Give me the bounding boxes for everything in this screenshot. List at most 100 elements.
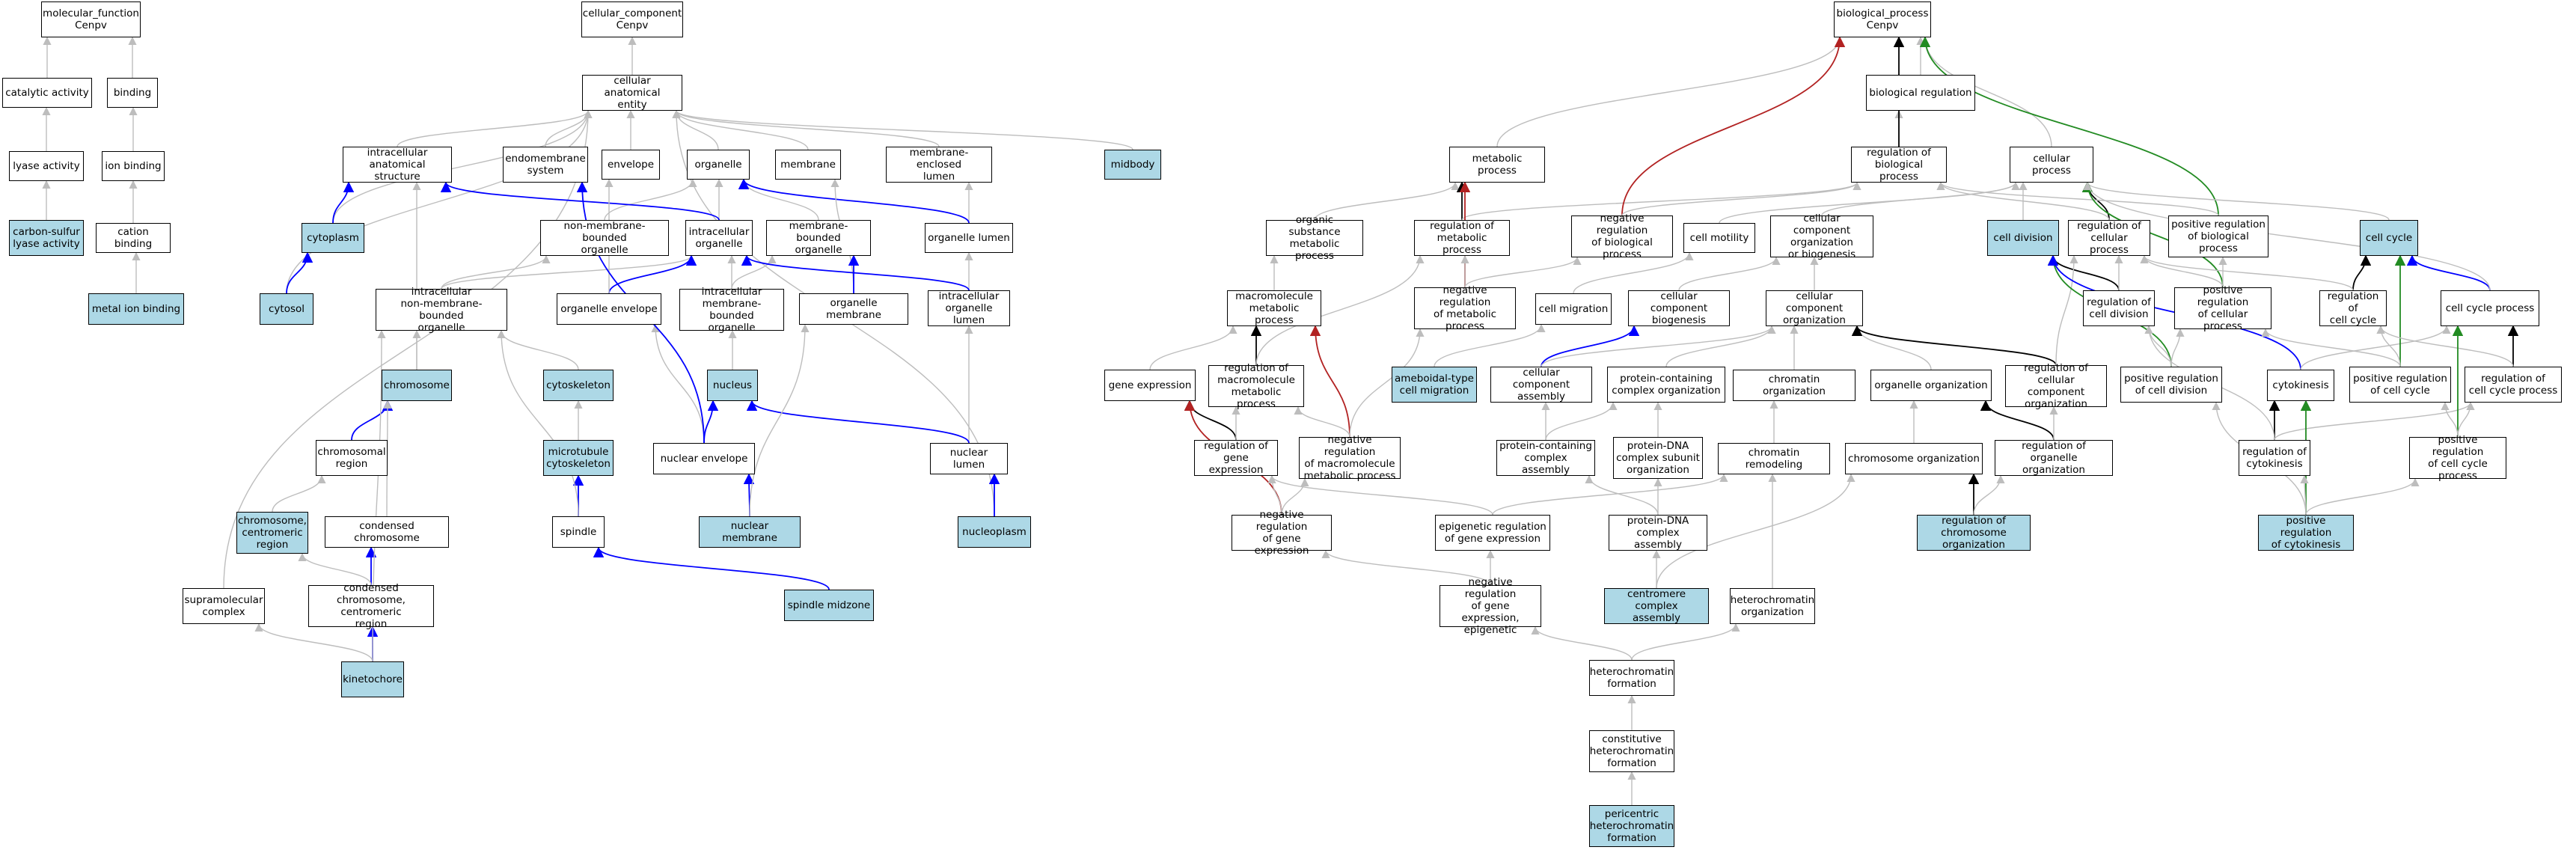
edge-cellular-component-organization-or-biogenesis-to-cellular-process: [1821, 181, 2020, 216]
edge-organelle-organization-to-cellular-component-organization: [1853, 325, 1932, 370]
node-cellular-component: cellular_component Cenpv: [581, 1, 683, 37]
edge-positive-regulation-of-biological-process-to-regulation-of-biological-process: [1936, 181, 2219, 216]
edge-regulation-of-metabolic-process-to-regulation-of-biological-process: [1461, 181, 1861, 221]
edge-nuclear-lumen-to-nucleus: [746, 400, 970, 444]
edge-condensed-chromosome-centromeric-region-to-chromosome-centromeric-region: [298, 552, 372, 586]
edge-membrane-to-cellular-anatomical-entity: [672, 109, 809, 150]
edge-organic-substance-metabolic-process-to-metabolic-process: [1314, 181, 1460, 221]
node-biological-process: biological_process Cenpv: [1834, 1, 1931, 37]
node-protein-dna-complex-assembly: protein-DNA complex assembly: [1609, 515, 1707, 551]
edge-negative-regulation-of-macromolecule-metabolic-process-to-negative-regulation-of-metabolic-process: [1349, 328, 1425, 438]
node-cytosol: cytosol: [260, 293, 313, 325]
edge-positive-regulation-of-cell-division-to-positive-regulation-of-cellular-process: [2170, 328, 2185, 367]
edge-positive-regulation-of-cell-cycle-process-to-positive-regulation-of-cell-cycle: [2441, 401, 2459, 438]
node-negative-regulation-of-macromolecule-metabolic-process: negative regulation of macromolecule met…: [1299, 434, 1401, 482]
node-spindle: spindle: [552, 516, 605, 548]
node-binding: binding: [107, 78, 158, 108]
node-supramolecular-complex: supramolecular complex: [183, 588, 265, 624]
edge-organelle-lumen-to-organelle: [738, 178, 970, 224]
node-microtubule-cytoskeleton: microtubule cytoskeleton: [543, 440, 614, 476]
node-metal-ion-binding: metal ion binding: [88, 293, 184, 325]
edge-negative-regulation-of-gene-expression-epigenetic-to-negative-regulation-of-gene-expression: [1321, 549, 1491, 586]
node-chromosome-organization: chromosome organization: [1845, 443, 1983, 474]
edge-spindle-to-intracellular-non-membrane-bounded-organelle: [497, 329, 579, 517]
node-pericentric-heterochromatin-formation: pericentric heterochromatin formation: [1589, 805, 1674, 847]
edge-cell-migration-to-cell-motility: [1573, 251, 1694, 294]
edge-membrane-enclosed-lumen-to-cellular-anatomical-entity: [672, 109, 940, 147]
node-positive-regulation-of-cell-division: positive regulation of cell division: [2120, 367, 2222, 403]
edge-cytoskeleton-to-intracellular-non-membrane-bounded-organelle: [497, 329, 579, 370]
node-cell-cycle: cell cycle: [2360, 220, 2418, 256]
node-regulation-of-biological-process: regulation of biological process: [1851, 147, 1947, 183]
node-chromatin-organization: chromatin organization: [1733, 370, 1855, 401]
edge-cell-cycle-process-to-cell-cycle: [2406, 254, 2491, 291]
edge-cytoplasm-to-intracellular-anatomical-structure: [332, 181, 355, 224]
edge-organelle-envelope-to-intracellular-organelle: [608, 254, 697, 294]
node-macromolecule-metabolic-process: macromolecule metabolic process: [1227, 290, 1321, 326]
node-chromosomal-region: chromosomal region: [316, 440, 388, 476]
node-regulation-of-cell-division: regulation of cell division: [2083, 290, 2155, 326]
node-cellular-component-organization-or-biogenesis: cellular component organization or bioge…: [1770, 212, 1873, 260]
node-regulation-of-cell-cycle-process: regulation of cell cycle process: [2465, 367, 2562, 403]
edge-positive-regulation-of-cell-cycle-process-to-regulation-of-cell-cycle-process: [2457, 401, 2475, 438]
edge-nuclear-membrane-to-organelle-membrane: [749, 323, 810, 517]
node-cellular-process: cellular process: [2010, 147, 2093, 183]
node-regulation-of-chromosome-organization: regulation of chromosome organization: [1917, 515, 2031, 551]
node-chromosome-centromeric-region: chromosome, centromeric region: [236, 512, 308, 554]
node-regulation-of-cellular-component-organization: regulation of cellular component organiz…: [2005, 362, 2107, 410]
edge-cytoplasm-to-cellular-anatomical-entity: [332, 109, 593, 224]
edge-regulation-of-cell-cycle-to-cell-cycle: [2352, 254, 2372, 291]
edge-negative-regulation-of-biological-process-to-biological-process: [1621, 36, 1846, 216]
edge-heterochromatin-formation-to-heterochromatin-organization: [1631, 623, 1740, 661]
node-intracellular-anatomical-structure: intracellular anatomical structure: [343, 147, 452, 183]
node-cell-motility: cell motility: [1683, 223, 1755, 253]
node-cellular-component-assembly: cellular component assembly: [1490, 367, 1592, 403]
node-regulation-of-organelle-organization: regulation of organelle organization: [1995, 440, 2113, 476]
node-negative-regulation-of-biological-process: negative regulation of biological proces…: [1571, 212, 1673, 260]
edge-gene-expression-to-macromolecule-metabolic-process: [1149, 325, 1237, 370]
edge-cellular-component-assembly-to-cellular-component-biogenesis: [1541, 325, 1640, 367]
node-constitutive-heterochromatin-formation: constitutive heterochromatin formation: [1589, 730, 1674, 772]
node-regulation-of-macromolecule-metabolic-process: regulation of macromolecule metabolic pr…: [1208, 362, 1304, 410]
edge-cytosol-to-cytoplasm: [286, 251, 313, 294]
node-endomembrane-system: endomembrane system: [503, 147, 588, 183]
edge-positive-regulation-of-cell-division-to-regulation-of-cell-division: [2144, 325, 2172, 367]
edge-centromere-complex-assembly-to-chromosome-organization: [1656, 473, 1855, 589]
edge-regulation-of-cellular-component-organization-to-cellular-component-organization: [1851, 325, 2057, 366]
edge-kinetochore-to-supramolecular-complex: [254, 623, 373, 662]
edge-supramolecular-complex-to-cellular-anatomical-entity: [223, 109, 593, 589]
edge-ameboidal-type-cell-migration-to-cell-migration: [1434, 323, 1546, 367]
node-nuclear-envelope: nuclear envelope: [653, 443, 755, 474]
edge-chromosome-centromeric-region-to-chromosomal-region: [272, 474, 326, 513]
node-heterochromatin-formation: heterochromatin formation: [1589, 660, 1674, 696]
node-molecular-function: molecular_function Cenpv: [41, 1, 141, 37]
node-intracellular-membrane-bounded-organelle: intracellular membrane-bounded organelle: [679, 286, 784, 334]
edge-negative-regulation-of-macromolecule-metabolic-process-to-macromolecule-metabolic-process: [1309, 325, 1350, 438]
node-catalytic-activity: catalytic activity: [2, 78, 92, 108]
node-non-membrane-bounded-organelle: non-membrane-bounded organelle: [540, 220, 669, 256]
node-cation-binding: cation binding: [96, 223, 171, 253]
node-metabolic-process: metabolic process: [1449, 147, 1545, 183]
node-nuclear-membrane: nuclear membrane: [699, 516, 801, 548]
node-condensed-chromosome: condensed chromosome: [325, 516, 449, 548]
edge-regulation-of-cell-cycle-to-regulation-of-cellular-process: [2140, 254, 2354, 291]
node-chromatin-remodeling: chromatin remodeling: [1718, 443, 1830, 474]
edge-intracellular-non-membrane-bounded-organelle-to-intracellular-organelle: [441, 254, 696, 290]
node-carbon-sulfur-lyase-activity: carbon-sulfur lyase activity: [9, 220, 84, 256]
edge-regulation-of-cellular-component-organization-to-regulation-of-cellular-process: [2055, 254, 2078, 366]
edge-metabolic-process-to-biological-process: [1496, 36, 1844, 147]
edge-intracellular-membrane-bounded-organelle-to-membrane-bounded-organelle: [731, 254, 777, 290]
edge-regulation-of-organelle-organization-to-organelle-organization: [1980, 400, 2055, 441]
edge-negative-regulation-of-macromolecule-metabolic-process-to-regulation-of-macromolecule-metabolic-process: [1294, 406, 1350, 438]
node-organelle-lumen: organelle lumen: [925, 223, 1013, 253]
edge-positive-regulation-of-cell-cycle-to-positive-regulation-of-cellular-process: [2261, 328, 2401, 367]
node-cell-migration: cell migration: [1535, 293, 1612, 325]
edge-positive-regulation-of-cellular-process-to-cellular-process: [2081, 181, 2224, 288]
node-cellular-anatomical-entity: cellular anatomical entity: [582, 75, 682, 111]
node-nucleus: nucleus: [707, 370, 758, 401]
edge-cellular-process-to-biological-process: [1921, 36, 2052, 147]
edge-regulation-of-macromolecule-metabolic-process-to-regulation-of-metabolic-process: [1255, 254, 1425, 366]
node-protein-containing-complex-assembly: protein-containing complex assembly: [1496, 440, 1595, 476]
edge-cell-cycle-process-to-cellular-process: [2083, 181, 2491, 291]
